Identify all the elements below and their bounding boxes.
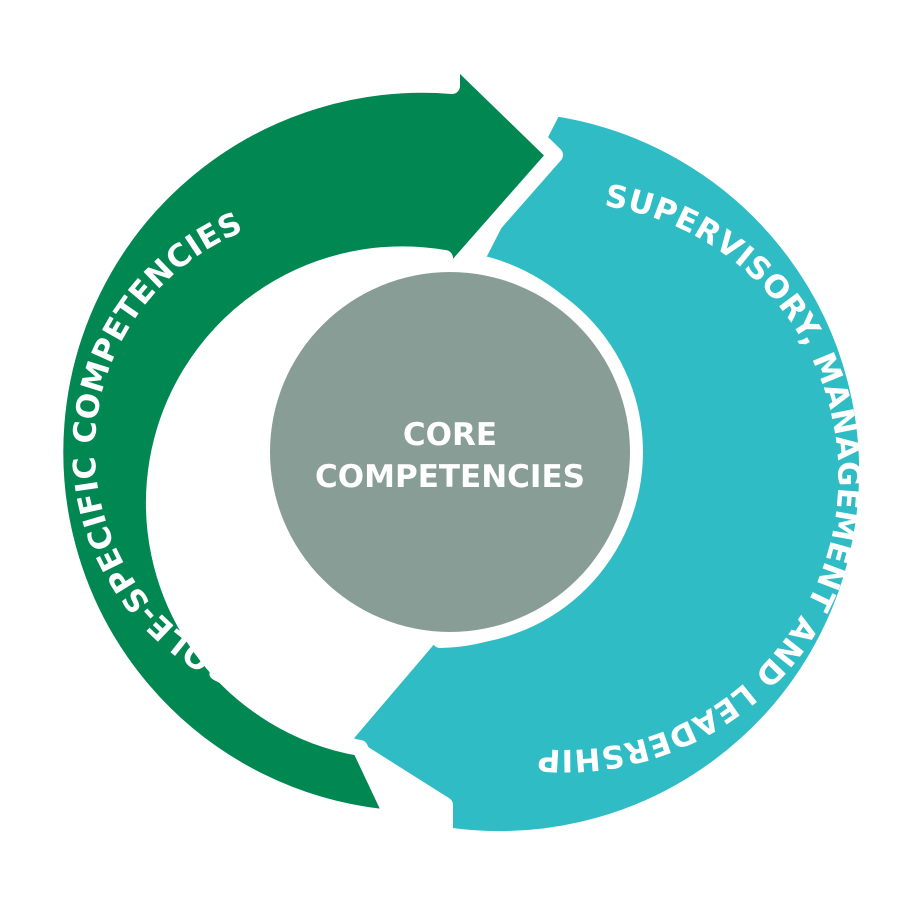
core-circle bbox=[270, 272, 630, 632]
left-arrow-shape bbox=[47, 47, 563, 826]
left-arrow bbox=[47, 47, 563, 826]
core-label-line1: CORE bbox=[403, 417, 497, 453]
core-node: CORE COMPETENCIES bbox=[257, 259, 643, 645]
core-label-line2: COMPETENCIES bbox=[315, 459, 585, 495]
